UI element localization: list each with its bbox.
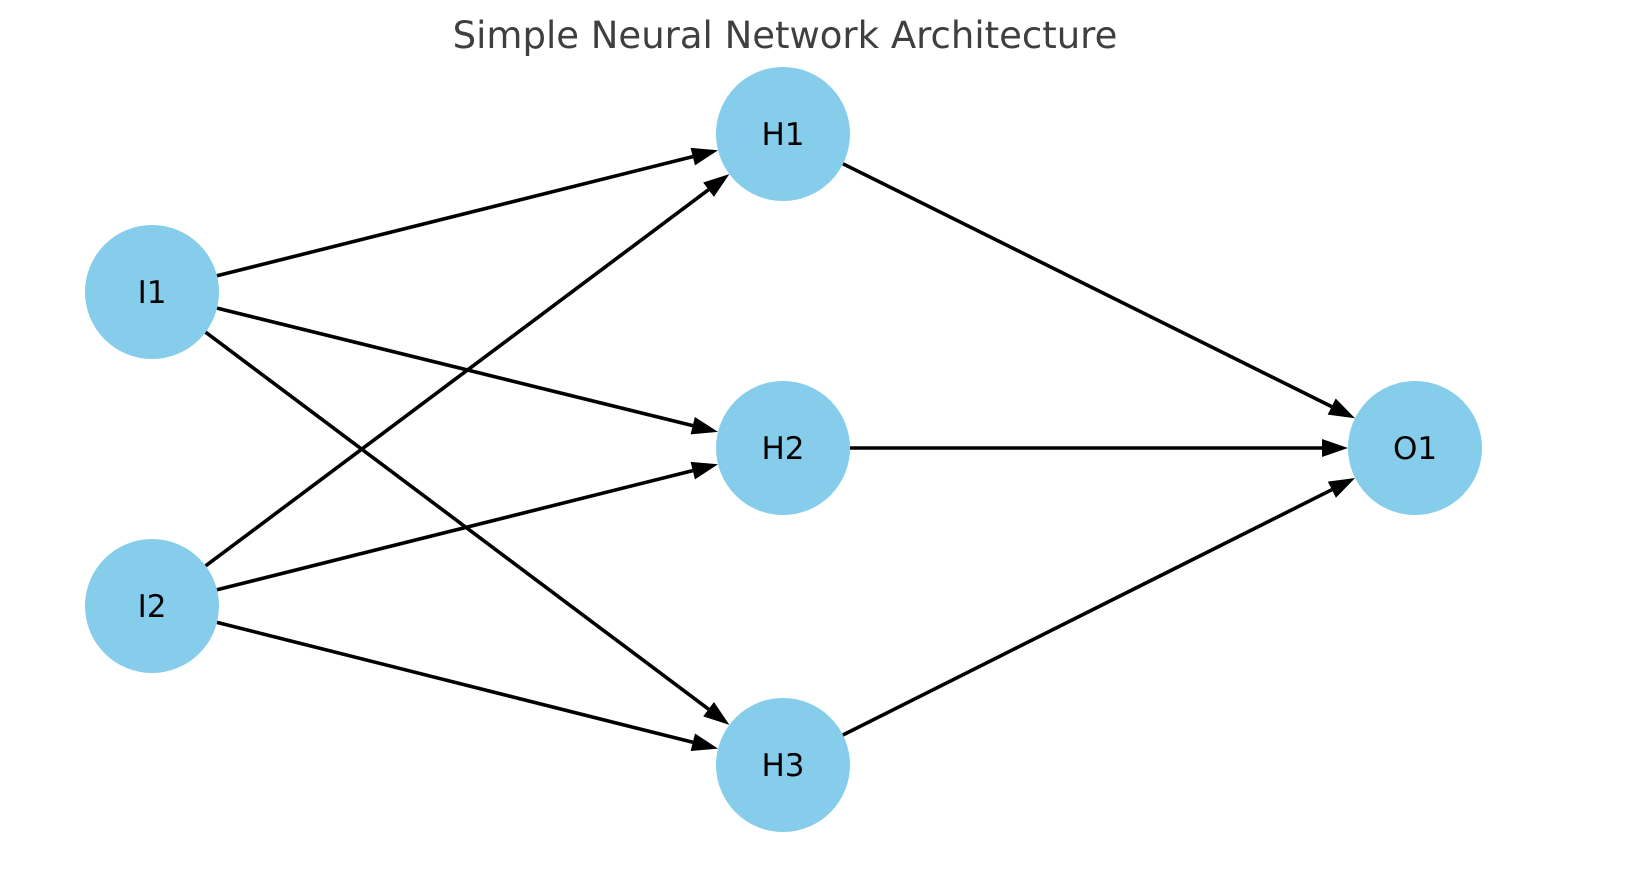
arrowhead-icon xyxy=(1322,439,1348,457)
edge-i2-to-h3 xyxy=(216,620,719,751)
edge-line xyxy=(204,188,710,568)
edge-line xyxy=(216,468,694,592)
edge-line xyxy=(216,306,694,428)
arrowhead-icon xyxy=(703,174,730,197)
edge-line xyxy=(204,330,710,711)
graph-node-h2[interactable]: H2 xyxy=(716,381,850,515)
graph-node-i1[interactable]: I1 xyxy=(85,225,219,359)
node-circle[interactable] xyxy=(85,225,219,359)
edge-line xyxy=(216,620,694,745)
arrowhead-icon xyxy=(690,733,719,751)
edge-line xyxy=(842,162,1333,409)
node-circle[interactable] xyxy=(716,67,850,201)
edges-layer xyxy=(204,147,1356,751)
arrowhead-icon xyxy=(703,702,730,725)
arrowhead-icon xyxy=(690,416,718,435)
edge-h3-to-o1 xyxy=(842,478,1356,737)
page-title: Simple Neural Network Architecture xyxy=(452,14,1118,57)
edge-i2-to-h2 xyxy=(216,461,719,592)
node-circle[interactable] xyxy=(716,381,850,515)
edge-i1-to-h2 xyxy=(216,306,718,435)
arrowhead-icon xyxy=(690,461,719,480)
edge-i1-to-h1 xyxy=(216,147,719,278)
arrowhead-icon xyxy=(690,147,719,166)
node-circle[interactable] xyxy=(716,698,850,832)
graph-node-h1[interactable]: H1 xyxy=(716,67,850,201)
arrowhead-icon xyxy=(1327,478,1356,498)
edge-h2-to-o1 xyxy=(850,439,1348,457)
graph-node-h3[interactable]: H3 xyxy=(716,698,850,832)
graph-node-o1[interactable]: O1 xyxy=(1348,381,1482,515)
arrowhead-icon xyxy=(1327,398,1355,419)
node-circle[interactable] xyxy=(1348,381,1482,515)
node-circle[interactable] xyxy=(85,539,219,673)
edge-h1-to-o1 xyxy=(842,162,1355,419)
edge-i2-to-h1 xyxy=(204,174,730,568)
edge-line xyxy=(842,488,1333,737)
graph-node-i2[interactable]: I2 xyxy=(85,539,219,673)
edge-line xyxy=(216,154,694,278)
edge-i1-to-h3 xyxy=(204,330,730,725)
